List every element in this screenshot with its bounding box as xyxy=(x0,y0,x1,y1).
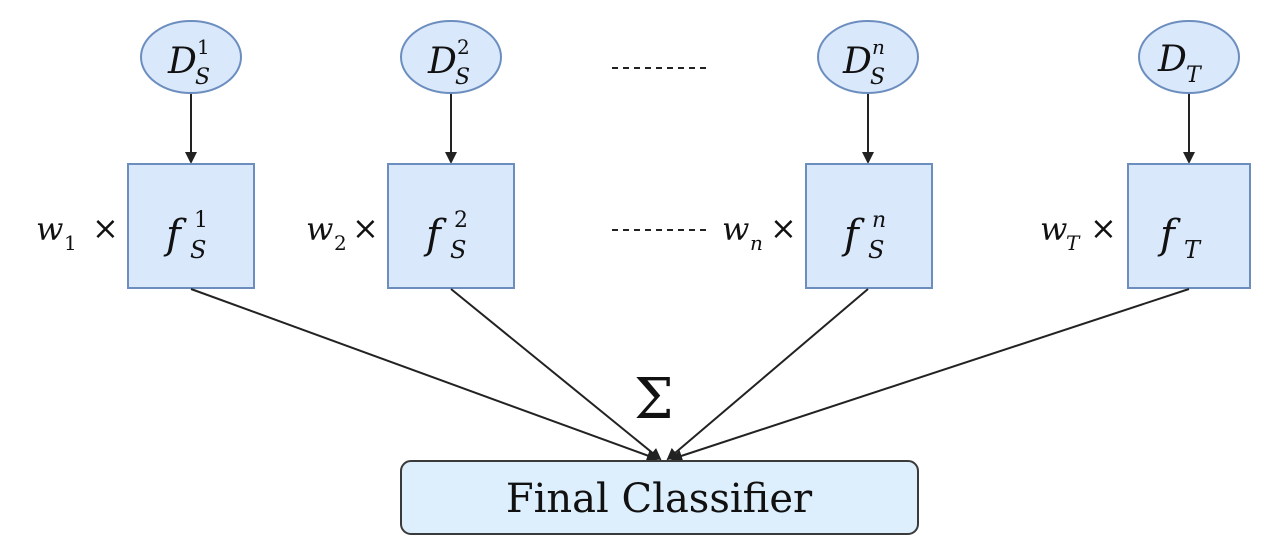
arrow-classifier-target-to-final xyxy=(670,288,1190,462)
weight-2-sub: 2 xyxy=(334,231,347,255)
arrow-classifier-1-to-final xyxy=(190,288,659,462)
classifier-2-sub: S xyxy=(450,236,466,264)
weight-target-base: w xyxy=(1040,210,1067,248)
final-classifier: Final Classifier xyxy=(400,460,919,535)
source-n-column: D n S f n S w n × xyxy=(666,20,933,461)
classifier-node-1 xyxy=(127,163,255,289)
weight-n-sub: n xyxy=(750,231,763,255)
domain-target-base: D xyxy=(1157,39,1187,80)
classifier-target-sub: T xyxy=(1184,236,1202,264)
domain-n-sub: S xyxy=(870,65,885,90)
domain-n-base: D xyxy=(842,41,872,82)
final-classifier-box xyxy=(400,460,919,535)
domain-1-sup: 1 xyxy=(197,35,210,59)
domain-target-sub: T xyxy=(1186,63,1203,88)
classifier-2-sup: 2 xyxy=(454,208,468,233)
domain-2-sup: 2 xyxy=(457,35,470,59)
domain-node-n xyxy=(817,20,919,94)
final-classifier-label: Final Classifier xyxy=(506,476,813,522)
classifier-node-n xyxy=(805,163,933,289)
domain-node-target xyxy=(1138,20,1240,94)
weight-target-sub: T xyxy=(1066,231,1081,255)
source-1-column: D 1 S f 1 S w 1 × xyxy=(36,20,659,462)
weight-n-times: × xyxy=(770,209,797,247)
weight-1-sub: 1 xyxy=(64,231,77,255)
weight-1-times: × xyxy=(92,209,119,247)
arrow-classifier-2-to-final xyxy=(450,288,662,461)
domain-1-base: D xyxy=(167,41,197,82)
weight-target-times: × xyxy=(1090,209,1117,247)
domain-node-2 xyxy=(400,20,502,94)
domain-2-sub: S xyxy=(455,65,470,90)
sum-symbol: Σ xyxy=(634,367,674,432)
domain-node-1 xyxy=(140,20,242,94)
source-2-column: D 2 S f 2 S w 2 × xyxy=(306,20,662,461)
target-column: D T f T w T × xyxy=(670,20,1251,462)
weight-2-times: × xyxy=(352,209,379,247)
classifier-n-sup: n xyxy=(872,208,886,233)
weight-n-base: w xyxy=(722,210,749,248)
arrow-classifier-n-to-final xyxy=(666,288,869,461)
domain-n-sup: n xyxy=(872,35,885,59)
classifier-n-sub: S xyxy=(868,236,884,264)
classifier-1-sub: S xyxy=(190,236,206,264)
classifier-node-2 xyxy=(387,163,515,289)
classifier-node-target xyxy=(1127,163,1251,289)
weight-2-base: w xyxy=(306,210,333,248)
weight-1-base: w xyxy=(36,210,63,248)
classifier-1-sup: 1 xyxy=(194,208,208,233)
domain-1-sub: S xyxy=(195,65,210,90)
domain-2-base: D xyxy=(427,41,457,82)
